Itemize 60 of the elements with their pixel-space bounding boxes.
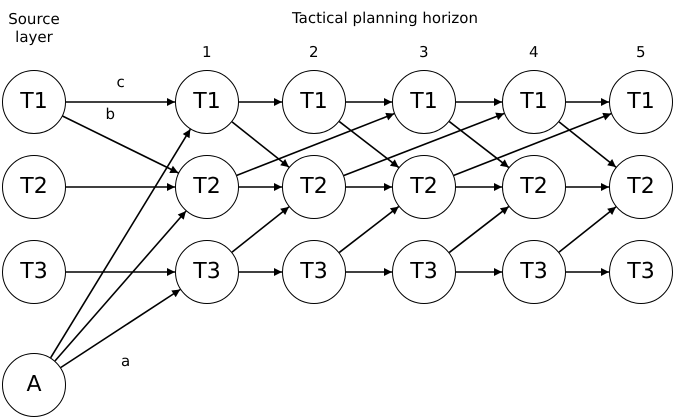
node-label: T1: [410, 91, 438, 113]
column-number: 2: [309, 43, 319, 61]
column-number: 1: [202, 43, 212, 61]
arrow: [66, 183, 175, 191]
arrow: [62, 115, 179, 174]
arrow: [456, 98, 502, 106]
arrow: [239, 98, 282, 106]
arrow: [338, 206, 400, 254]
node-label: T1: [520, 91, 548, 113]
arrow: [346, 183, 392, 191]
state-circle: [392, 70, 456, 134]
arrow: [232, 206, 290, 253]
node-label: T3: [520, 261, 548, 283]
node-label: T1: [627, 91, 655, 113]
arrow: [558, 121, 616, 168]
state-circle: [175, 155, 239, 219]
edge-label: b: [104, 107, 118, 122]
arrow: [66, 98, 175, 106]
arrow: [566, 98, 609, 106]
arrow: [338, 120, 400, 168]
node-label: T1: [300, 91, 328, 113]
node-label: T2: [193, 176, 221, 198]
node-label: T2: [300, 176, 328, 198]
node-label: T3: [410, 261, 438, 283]
node-label: T1: [193, 91, 221, 113]
state-circle: [502, 70, 566, 134]
arrow: [456, 268, 502, 276]
arrow: [50, 128, 191, 358]
arrow: [66, 268, 175, 276]
arrow: [60, 288, 181, 368]
arrow: [454, 112, 612, 176]
arrow: [448, 206, 510, 254]
node-label: T2: [410, 176, 438, 198]
arrow: [456, 183, 502, 191]
arrow: [558, 206, 616, 253]
node-label: T2: [627, 176, 655, 198]
arrow: [566, 183, 609, 191]
axis-title: Tactical planning horizon: [292, 9, 478, 27]
arrow: [566, 268, 609, 276]
arrow: [232, 121, 290, 168]
node-label: A: [26, 374, 42, 396]
node-label: T3: [193, 261, 221, 283]
arrow: [236, 112, 394, 176]
arrow: [346, 268, 392, 276]
node-label: T3: [20, 261, 48, 283]
arrow: [54, 210, 187, 362]
node-label: T3: [627, 261, 655, 283]
arrow: [239, 268, 282, 276]
source-layer-label: Source layer: [7, 10, 61, 46]
column-number: 4: [529, 43, 539, 61]
node-label: T2: [20, 176, 48, 198]
column-number: 3: [419, 43, 429, 61]
arrow: [239, 183, 282, 191]
arrow: [448, 120, 510, 168]
arrow: [346, 98, 392, 106]
node-label: T3: [300, 261, 328, 283]
arrow: [344, 112, 504, 176]
node-label: T1: [20, 91, 48, 113]
node-label: T2: [520, 176, 548, 198]
column-number: 5: [636, 43, 646, 61]
